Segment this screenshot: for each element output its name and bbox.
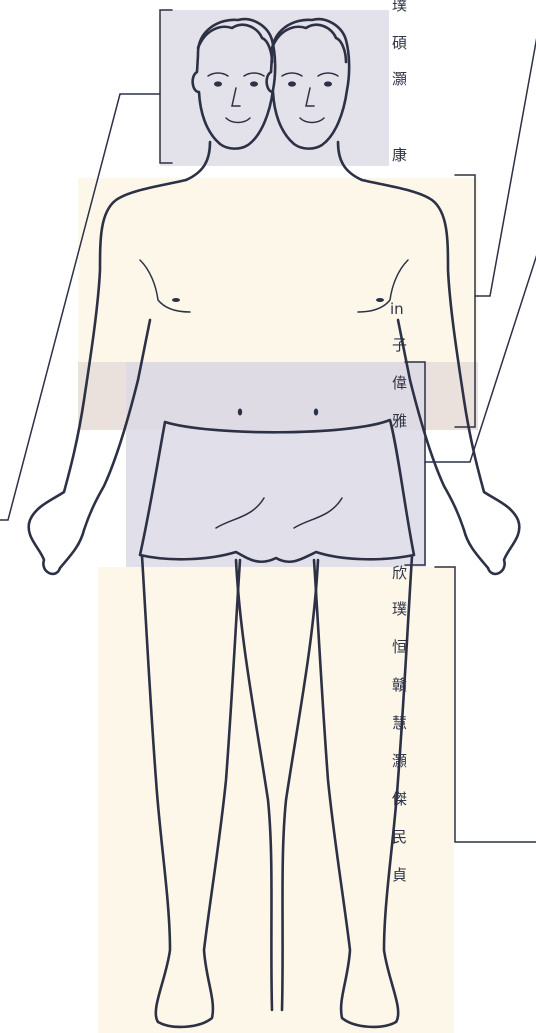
head-left [193,19,275,149]
shorts [140,420,414,562]
torso-outline [29,142,210,574]
legs [142,556,412,1027]
head-right [267,19,349,149]
